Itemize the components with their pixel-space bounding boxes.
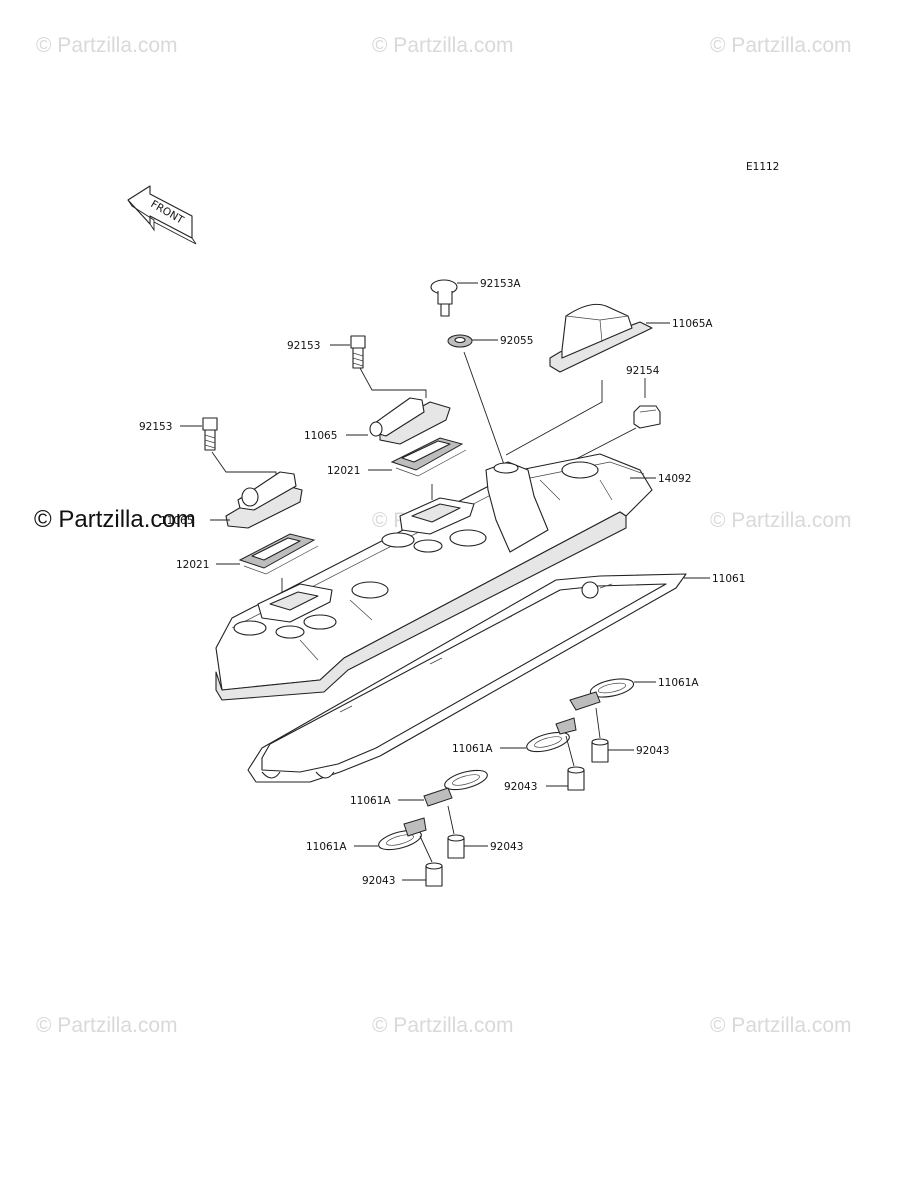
cover-11065a xyxy=(549,303,653,373)
dowel-92043-3 xyxy=(447,834,465,859)
front-arrow-icon: FRONT xyxy=(127,185,197,245)
bolt-92153-lower xyxy=(202,417,218,451)
callout-11065-lower: 11065 xyxy=(160,515,193,527)
grommet-11061a-4 xyxy=(378,817,427,851)
callout-11065-upper: 11065 xyxy=(304,430,337,442)
callout-92055: 92055 xyxy=(500,335,533,347)
callout-92154: 92154 xyxy=(626,365,660,377)
washer-92055 xyxy=(447,334,473,348)
bracket-11065-upper xyxy=(369,397,451,445)
grommet-11061a-3 xyxy=(423,769,488,807)
bolt-92153a xyxy=(430,279,458,317)
watermark: © Partzilla.com xyxy=(372,1014,514,1037)
callout-11061a-1: 11061A xyxy=(658,677,699,689)
callout-11061a-2: 11061A xyxy=(452,743,493,755)
callout-14092: 14092 xyxy=(658,473,691,485)
watermark: © Partzilla.com xyxy=(36,34,178,57)
callout-12021-lower: 12021 xyxy=(176,559,209,571)
plug-92154 xyxy=(633,405,661,429)
bracket-11065-lower xyxy=(225,471,303,529)
watermark: © Partzilla.com xyxy=(710,1014,852,1037)
watermark: © Partzilla.com xyxy=(710,509,852,532)
gasket-12021-lower xyxy=(238,533,319,575)
grommet-11061a-2 xyxy=(526,717,577,753)
gasket-11061 xyxy=(247,573,687,783)
grommet-11061a-1 xyxy=(569,678,635,711)
dowel-92043-1 xyxy=(591,738,609,763)
watermark: © Partzilla.com xyxy=(710,34,852,57)
cylinder-head-cover-14092 xyxy=(215,453,653,701)
watermark: © Partzilla.com xyxy=(36,1014,178,1037)
dowel-92043-4 xyxy=(425,862,443,887)
watermark: © Partzilla.com xyxy=(34,506,196,533)
callout-11061a-3: 11061A xyxy=(350,795,391,807)
callout-11061: 11061 xyxy=(712,573,745,585)
gasket-12021-upper xyxy=(390,437,467,477)
bolt-92153-upper xyxy=(350,335,366,369)
dowel-92043-2 xyxy=(567,766,585,791)
diagram-code: E1112 xyxy=(746,161,779,173)
callout-92043-1: 92043 xyxy=(636,745,669,757)
callout-11061a-4: 11061A xyxy=(306,841,347,853)
callout-11065a: 11065A xyxy=(672,318,713,330)
callout-92153-upper: 92153 xyxy=(287,340,320,352)
callout-92043-4: 92043 xyxy=(362,875,395,887)
callout-92153-lower: 92153 xyxy=(139,421,172,433)
callout-92043-3: 92043 xyxy=(490,841,523,853)
callout-12021-upper: 12021 xyxy=(327,465,360,477)
watermark: © Partzilla.com xyxy=(372,34,514,57)
callout-92043-2: 92043 xyxy=(504,781,537,793)
callout-92153a: 92153A xyxy=(480,278,521,290)
